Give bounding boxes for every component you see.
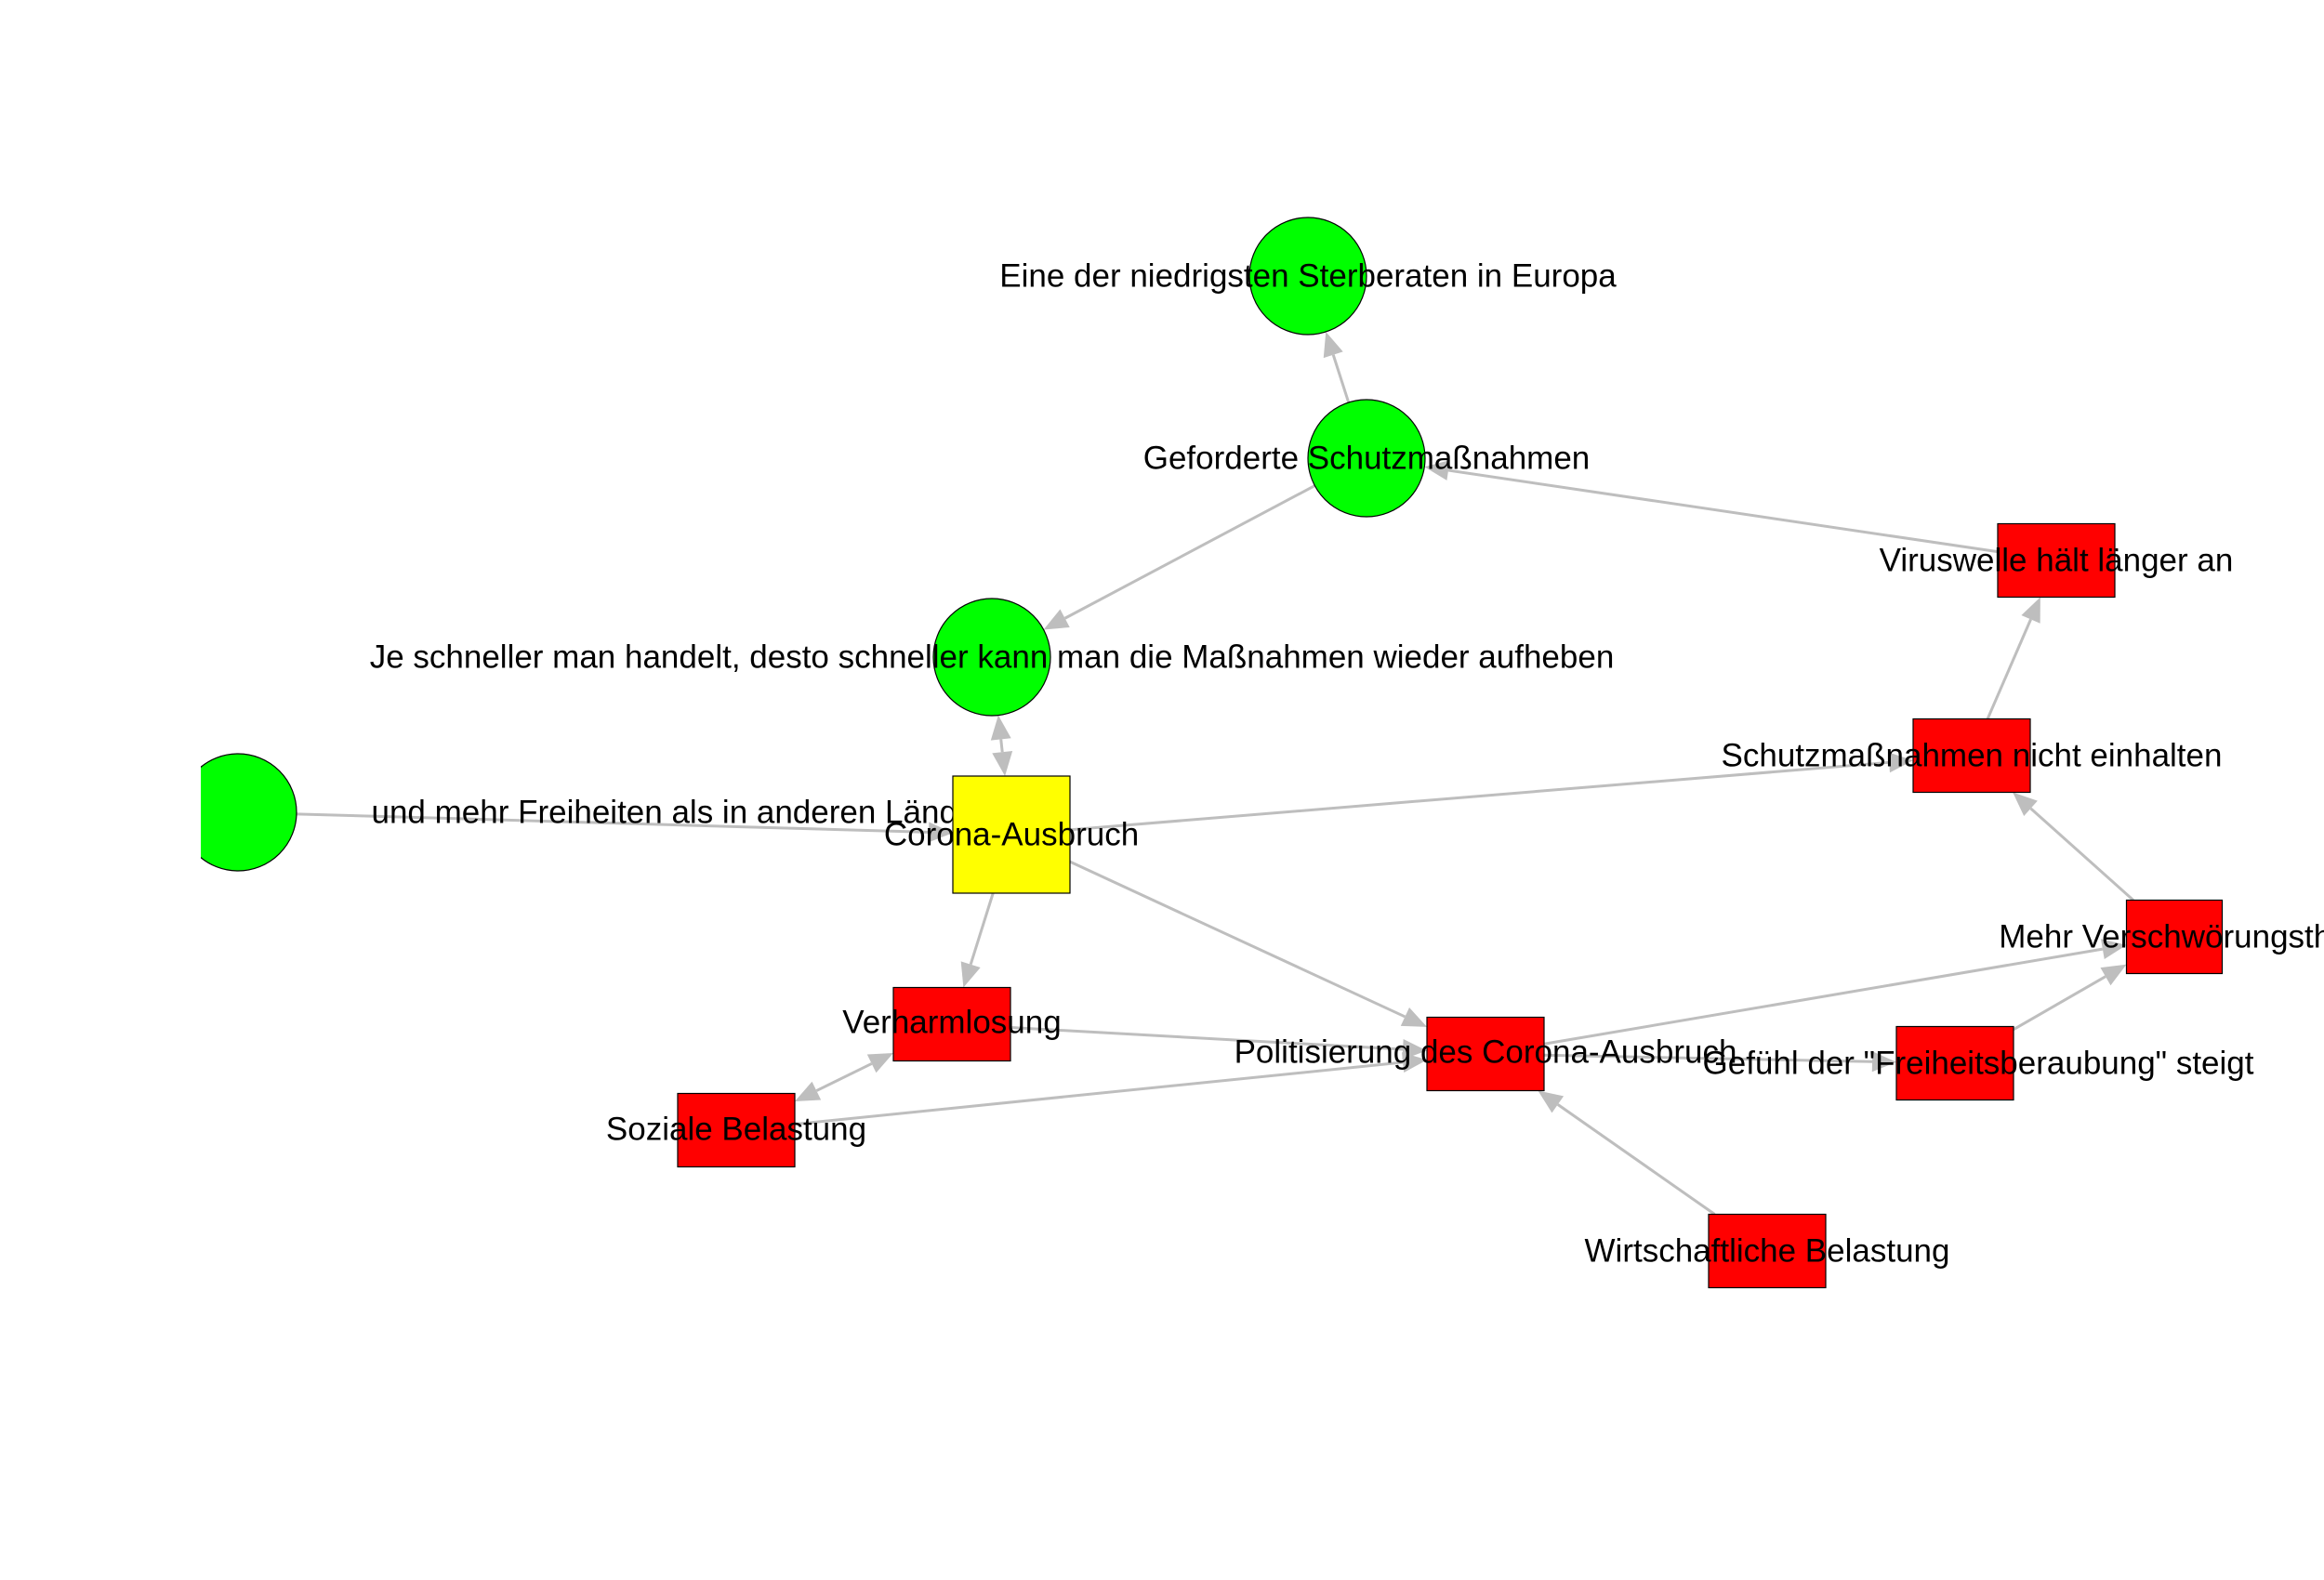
node-square [952, 775, 1071, 894]
edge-line [1331, 354, 1351, 403]
node-label: Schutzmaßnahmen nicht einhalten [1722, 738, 2223, 774]
edge-politisierung-to-freiheitsberaubung [1543, 1051, 1896, 1073]
edge-line [815, 1062, 873, 1092]
edge-arrowhead [990, 715, 1011, 741]
edge-line [1556, 1103, 1716, 1216]
node-circle [932, 598, 1051, 717]
edge-arrowhead [1888, 752, 1913, 773]
node-rectangle [1426, 1016, 1545, 1092]
edge-arrowhead [2013, 792, 2038, 817]
edge-arrowhead [1323, 331, 1343, 359]
nodes-layer: Eine der niedrigsten Sterberaten in Euro… [179, 217, 2324, 1289]
node-label: Viruswelle hält länger an [1880, 543, 2234, 579]
node-label: Wirtschaftliche Belastung [1585, 1233, 1950, 1270]
node-circle [1307, 399, 1426, 518]
edge-wirtschaftliche-to-politisierung [1538, 1090, 1716, 1216]
edge-line [1543, 1053, 1873, 1063]
node-rectangle [2125, 899, 2224, 975]
edge-arrowhead [1043, 609, 1070, 630]
node-label: Soziale Belastung [606, 1112, 866, 1148]
node-label: Gefühl der "Freiheitsberaubung" steigt [1703, 1046, 2254, 1082]
edge-viruswelle-to-schutzmassnahmen [1424, 460, 1999, 554]
edge-line [1986, 618, 2032, 720]
node-label: Geforderte Schutzmaßnahmen [1143, 441, 1591, 477]
edge-freiheitsberaubung-to-verschwoerung [2013, 964, 2127, 1031]
node-label: Je schneller man handelt, desto schnelle… [370, 639, 1615, 676]
node-corona[interactable]: Corona-Ausbruch [884, 775, 1139, 894]
node-label: und mehr Freiheiten als in anderen Lände… [372, 795, 1005, 831]
edge-line [1069, 760, 1890, 832]
edge-corona-to-verharmlosung [960, 892, 995, 988]
node-nicht_einhalten[interactable]: Schutzmaßnahmen nicht einhalten [1722, 718, 2223, 794]
node-verharmlosung[interactable]: Verharmlosung [842, 986, 1062, 1062]
edge-line [1063, 484, 1316, 620]
node-label: Verharmlosung [842, 1005, 1061, 1041]
edge-arrowhead [960, 961, 981, 988]
node-label: Politisierung des Corona-Ausbruch [1235, 1034, 1737, 1071]
node-rectangle [1708, 1213, 1827, 1289]
edge-nicht_einhalten-to-viruswelle [1986, 597, 2040, 720]
node-label: Mehr Verschwörungsthe [1999, 919, 2324, 955]
edge-line [1543, 947, 2104, 1046]
edge-politisierung-to-verschwoerung [1543, 939, 2127, 1046]
node-rectangle [677, 1092, 796, 1168]
node-soziale[interactable]: Soziale Belastung [606, 1092, 866, 1168]
edge-line [1447, 468, 1999, 554]
node-politisierung[interactable]: Politisierung des Corona-Ausbruch [1235, 1016, 1737, 1092]
edge-arrowhead [1400, 1007, 1427, 1027]
edges-layer [296, 331, 2134, 1216]
edge-soziale-to-politisierung [794, 1052, 1427, 1126]
edge-verschwoerung-to-nicht_einhalten [2013, 792, 2134, 902]
edge-line [794, 1060, 1404, 1126]
edge-line [999, 739, 1004, 753]
edge-arrowhead [2101, 939, 2127, 959]
edge-arrowhead [1424, 460, 1450, 481]
edge-arrowhead [2021, 597, 2040, 624]
edge-line [1069, 860, 1406, 1019]
edge-line [296, 812, 930, 834]
edge-line [1010, 1026, 1404, 1051]
edge-schutzmassnahmen-to-sterberaten [1323, 331, 1351, 403]
edge-freiheiten-to-corona [296, 812, 953, 843]
edge-corona-to-politisierung [1069, 860, 1427, 1027]
node-freiheitsberaubung[interactable]: Gefühl der "Freiheitsberaubung" steigt [1703, 1025, 2254, 1101]
node-rectangle [1912, 718, 2031, 794]
node-rectangle [1997, 522, 2116, 599]
edge-arrowhead [1538, 1090, 1565, 1113]
edge-schutzmassnahmen-to-schneller [1043, 484, 1316, 630]
node-schneller[interactable]: Je schneller man handelt, desto schnelle… [370, 598, 1615, 717]
node-rectangle [1895, 1025, 2014, 1101]
edge-line [2013, 975, 2106, 1031]
node-verschwoerung[interactable]: Mehr Verschwörungsthe [1999, 899, 2324, 975]
edge-arrowhead [795, 1081, 822, 1102]
edge-arrowhead [928, 822, 953, 843]
node-circle [1248, 217, 1367, 336]
edge-line [2029, 807, 2134, 902]
node-rectangle [892, 986, 1011, 1062]
node-label: Eine der niedrigsten Sterberaten in Euro… [999, 258, 1617, 295]
node-wirtschaftliche[interactable]: Wirtschaftliche Belastung [1585, 1213, 1950, 1289]
node-circle [201, 753, 297, 872]
node-schutzmassnahmen[interactable]: Geforderte Schutzmaßnahmen [1143, 399, 1591, 518]
node-sterberaten[interactable]: Eine der niedrigsten Sterberaten in Euro… [999, 217, 1617, 336]
edge-arrowhead [992, 750, 1013, 776]
edge-corona-to-nicht_einhalten [1069, 752, 1913, 832]
node-viruswelle[interactable]: Viruswelle hält länger an [1880, 522, 2234, 599]
edge-schneller-to-corona [990, 715, 1013, 776]
edge-arrowhead [1402, 1052, 1427, 1073]
edge-line [969, 892, 995, 966]
edge-verharmlosung-to-soziale [795, 1052, 893, 1102]
edge-arrowhead [1871, 1051, 1896, 1073]
edge-arrowhead [2100, 964, 2127, 986]
edge-arrowhead [866, 1052, 893, 1073]
node-freiheiten[interactable]: und mehr Freiheiten als in anderen Lände… [179, 753, 1005, 872]
node-label: Corona-Ausbruch [884, 817, 1139, 853]
